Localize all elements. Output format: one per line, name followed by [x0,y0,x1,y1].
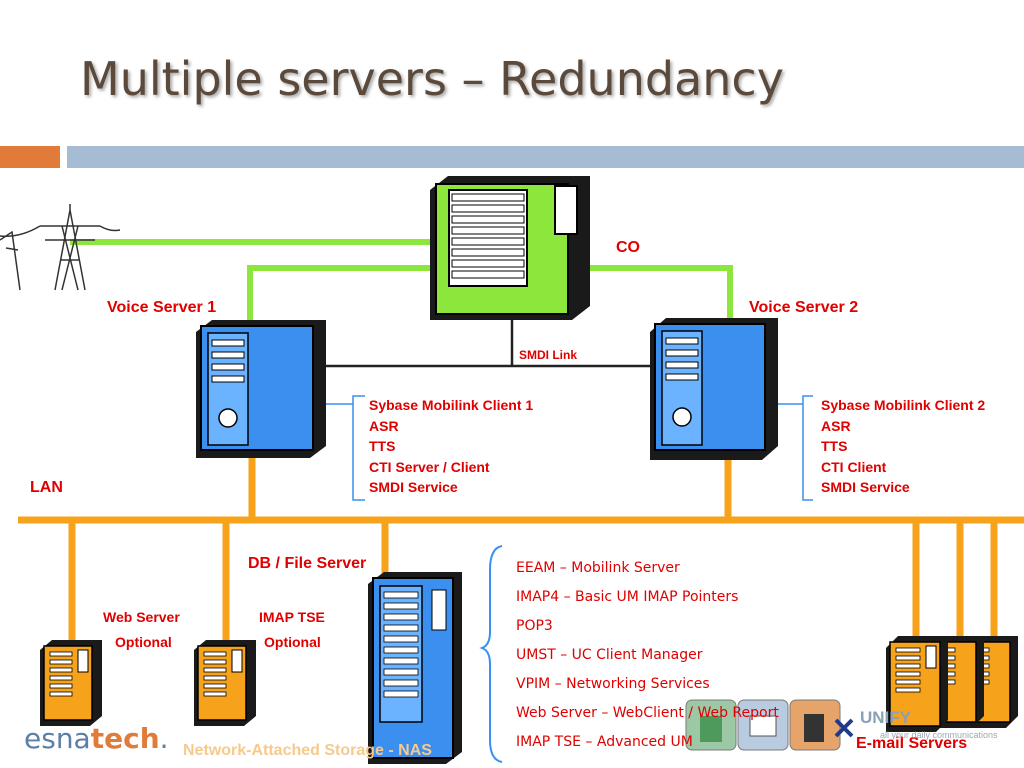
co-trunk-lines [70,239,733,320]
voice-server-1-label: Voice Server 1 [107,299,217,316]
db-file-server-label: DB / File Server [248,555,367,572]
voice-server-2-services: Sybase Mobilink Client 2 ASR TTS CTI Cli… [821,395,985,498]
db-service-item: UMST – UC Client Manager [516,647,703,663]
service-item: ASR [369,417,399,434]
db-service-item: POP3 [516,618,553,634]
service-item: CTI Server / Client [369,458,490,475]
slide-title: Multiple servers – Redundancy [80,52,784,106]
db-file-server-icon [368,572,462,764]
header-accent-orange [0,146,60,168]
db-service-item: EEAM – Mobilink Server [516,560,680,576]
service-item: SMDI Service [369,479,458,495]
logo-part2: tech [90,722,160,755]
service-item: TTS [821,438,848,454]
co-label: CO [616,239,640,256]
voice-server-1-services: Sybase Mobilink Client 1 ASR TTS CTI Ser… [369,395,533,498]
email-servers-icon [886,636,1018,732]
nas-label: Network-Attached Storage - NAS [183,742,432,759]
service-item: Sybase Mobilink Client 1 [369,397,534,413]
db-service-item: VPIM – Networking Services [516,676,710,692]
voice-server-2-icon [650,318,778,460]
db-service-item: IMAP4 – Basic UM IMAP Pointers [516,589,739,605]
email-servers-label: E-mail Servers [856,735,968,752]
db-service-item: Web Server – WebClient / Web Report [516,705,779,721]
voice-server-brackets [326,395,813,501]
voice-server-1-icon [196,320,326,458]
co-switch-server [430,176,590,320]
service-item: Sybase Mobilink Client 2 [821,397,986,413]
unify-tagline: all your daily communications [880,730,998,740]
unify-product-tiles [685,699,854,751]
service-item: SMDI Service [821,479,910,495]
power-tower-icon [0,204,121,291]
unify-logo-text: UNIFY [860,708,911,727]
db-service-item: IMAP TSE – Advanced UM [516,734,693,750]
db-services-list: EEAM – Mobilink Server IMAP4 – Basic UM … [516,554,779,757]
imap-tse-optional-label: Optional [264,634,321,650]
voice-server-2-label: Voice Server 2 [749,299,859,316]
web-server-optional-label: Optional [115,634,172,650]
service-item: ASR [821,417,851,434]
web-server-label: Web Server [103,609,180,625]
db-services-brace [479,545,503,763]
logo-suffix: . [159,722,169,755]
smdi-link-line [320,320,652,368]
web-server-icon [40,640,102,726]
imap-tse-server-icon [194,640,256,726]
esnatech-logo: esnatech. [24,722,169,755]
smdi-link-label: SMDI Link [519,348,578,362]
lan-label: LAN [30,479,63,496]
imap-tse-label: IMAP TSE [259,609,325,625]
service-item: TTS [369,438,396,454]
lan-bus [18,458,1024,645]
service-item: CTI Client [821,458,887,475]
header-accent-blue [67,146,1024,168]
logo-part1: esna [24,722,91,755]
